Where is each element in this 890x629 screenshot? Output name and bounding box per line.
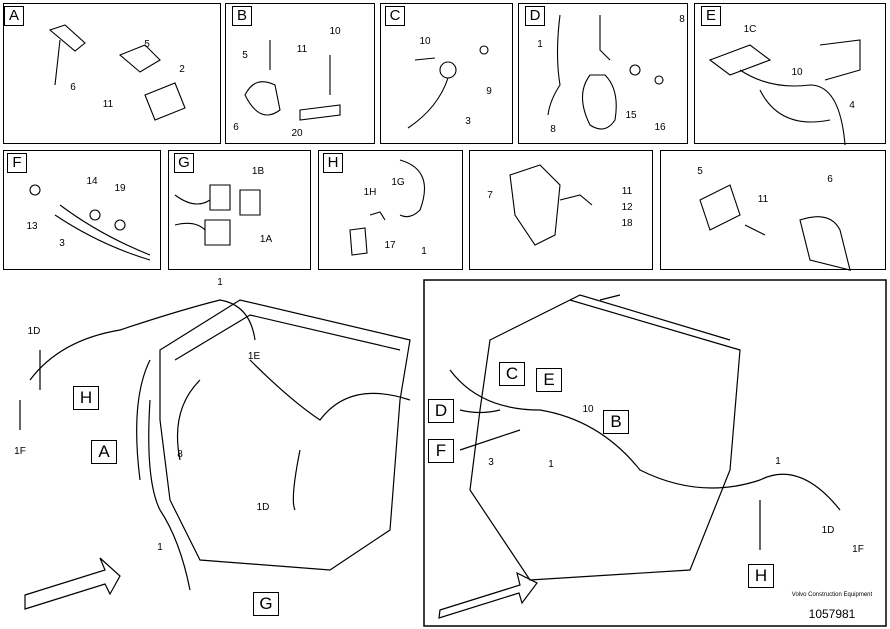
callout: 1D [27, 326, 41, 337]
detail-ref-h: H [748, 564, 774, 588]
callout: 1E [247, 351, 261, 362]
callout: 1D [256, 502, 270, 513]
callout: 10 [329, 26, 341, 37]
callout: 14 [86, 176, 98, 187]
callout: 11 [621, 186, 633, 197]
detail-ref-e: E [536, 368, 562, 392]
callout: 3 [488, 457, 494, 468]
callout: 18 [621, 218, 633, 229]
callout: 3 [465, 116, 471, 127]
panel-letter-b: B [232, 6, 252, 26]
callout: 1 [548, 459, 554, 470]
detail-ref-c: C [499, 362, 525, 386]
detail-ref-h: H [73, 386, 99, 410]
callout: 6 [233, 122, 239, 133]
panel-part-5 [660, 150, 886, 270]
panel-e [694, 3, 886, 144]
callout: 7 [487, 190, 493, 201]
drawing-number: 1057981 [808, 607, 856, 621]
detail-ref-d: D [428, 399, 454, 423]
callout: 6 [827, 174, 833, 185]
callout: 10 [582, 404, 594, 415]
callout: 10 [419, 36, 431, 47]
callout: 1G [391, 177, 405, 188]
callout: 1F [852, 544, 864, 555]
callout: 1 [537, 39, 543, 50]
callout: 20 [291, 128, 303, 139]
callout: 8 [177, 449, 183, 460]
panel-letter-d: D [525, 6, 545, 26]
callout: 11 [757, 194, 769, 205]
callout: 1B [251, 166, 265, 177]
detail-ref-a: A [91, 440, 117, 464]
callout: 12 [621, 202, 633, 213]
callout: 1 [421, 246, 427, 257]
detail-ref-g: G [253, 592, 279, 616]
callout: 9 [486, 86, 492, 97]
panel-letter-g: G [174, 153, 194, 173]
company-name: Volvo Construction Equipment [791, 592, 873, 598]
callout: 8 [550, 124, 556, 135]
callout: 3 [59, 238, 65, 249]
callout: 1 [217, 277, 223, 288]
callout: 1 [157, 542, 163, 553]
callout: 11 [102, 99, 114, 110]
callout: 5 [242, 50, 248, 61]
callout: 1C [743, 24, 757, 35]
panel-letter-e: E [701, 6, 721, 26]
callout: 1D [821, 525, 835, 536]
callout: 5 [144, 39, 150, 50]
callout: 19 [114, 183, 126, 194]
callout: 1F [14, 446, 26, 457]
panel-part-7 [469, 150, 653, 270]
callout: 6 [70, 82, 76, 93]
detail-ref-b: B [603, 410, 629, 434]
callout: 5 [697, 166, 703, 177]
detail-ref-f: F [428, 439, 454, 463]
callout: 1 [775, 456, 781, 467]
callout: 16 [654, 122, 666, 133]
callout: 11 [296, 44, 308, 55]
panel-letter-a: A [4, 6, 24, 26]
callout: 2 [179, 64, 185, 75]
callout: 13 [26, 221, 38, 232]
callout: 10 [791, 67, 803, 78]
panel-letter-h: H [323, 153, 343, 173]
panel-letter-c: C [385, 6, 405, 26]
panel-letter-f: F [7, 153, 27, 173]
panel-d [518, 3, 688, 144]
callout: 1H [363, 187, 377, 198]
callout: 17 [384, 240, 396, 251]
callout: 4 [849, 100, 855, 111]
callout: 15 [625, 110, 637, 121]
callout: 8 [679, 14, 685, 25]
panel-c [380, 3, 513, 144]
panel-a [3, 3, 221, 144]
panel-f [3, 150, 161, 270]
callout: 1A [259, 234, 273, 245]
